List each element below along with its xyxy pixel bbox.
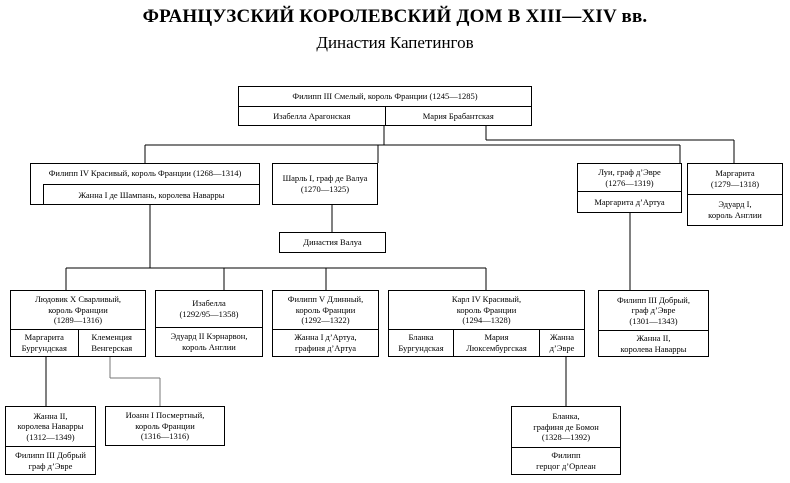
- node-marguerite-burgundy-line1: Маргарита: [24, 332, 64, 343]
- node-isabella-line2: (1292/95—1358): [179, 309, 239, 319]
- node-maria-lux-line2: Люксембургская: [466, 343, 527, 353]
- node-jeanne-evreux: Жанна д’Эвре: [540, 330, 584, 356]
- node-philippe-orleans-line1: Филипп: [551, 450, 581, 461]
- node-valois-dynasty: Династия Валуа: [279, 232, 386, 253]
- node-jeanne-evreux-line2: д’Эвре: [549, 343, 575, 353]
- node-isabella-aragon: Изабелла Арагонская: [239, 107, 386, 126]
- node-clemence-line1: Клеменция: [91, 332, 132, 343]
- node-john1-line3: (1316—1316): [140, 431, 190, 442]
- node-blanche-beaumont-line3: (1328—1392): [541, 432, 591, 443]
- node-philippe-orleans-line2: герцог д’Орлеан: [536, 461, 596, 471]
- node-louis-evreux-line1: Луи, граф д’Эвре: [598, 166, 661, 177]
- node-blanche-burgundy: Бланка Бургундская: [389, 330, 454, 356]
- node-charles-valois: Шарль I, граф де Валуа (1270—1325): [272, 163, 378, 205]
- node-maria-lux-line1: Мария: [484, 332, 509, 343]
- node-jeanne1-champagne: Жанна I де Шампань, королева Наварры: [43, 184, 259, 205]
- node-edward2-line1: Эдуард II Кэрнарвон,: [170, 331, 248, 342]
- node-charles-valois-line1: Шарль I, граф де Валуа: [282, 173, 368, 184]
- node-philip4: Филипп IV Красивый, король Франции (1268…: [30, 163, 260, 205]
- node-edward2-line2: король Англии: [182, 342, 236, 352]
- node-philip3-good-line1: Филипп III Добрый,: [617, 294, 690, 305]
- node-charles4: Карл IV Красивый, король Франции (1294—1…: [388, 290, 585, 357]
- node-charles4-line2: король Франции: [456, 304, 517, 315]
- node-philip3-good-child-line2: граф д’Эвре: [28, 460, 73, 471]
- node-philip5-line2: король Франции: [295, 304, 356, 315]
- node-jeanne2-line1: Жанна II,: [636, 332, 671, 343]
- node-philip5-line1: Филипп V Длинный,: [287, 294, 364, 305]
- node-blanche-beaumont: Бланка, графиня де Бомон (1328—1392) Фил…: [511, 406, 621, 475]
- node-charles4-line3: (1294—1328): [462, 315, 511, 326]
- node-jeanne1-artois-line1: Жанна I д’Артуа,: [294, 332, 357, 343]
- node-marguerite-artois: Маргарита д’Артуа: [578, 191, 681, 212]
- node-philip3-label: Филипп III Смелый, король Франции (1245—…: [292, 91, 478, 101]
- node-marguerite: Маргарита (1279—1318) Эдуард I, король А…: [687, 163, 783, 226]
- node-marguerite-burgundy-line2: Бургундская: [21, 343, 67, 353]
- node-philip3-good: Филипп III Добрый, граф д’Эвре (1301—134…: [598, 290, 709, 357]
- node-jeanne2-line2: королева Наварры: [620, 343, 687, 354]
- node-clemence: Клеменция Венгерская: [79, 330, 146, 356]
- node-edward1-line1: Эдуард I,: [718, 199, 752, 210]
- node-philip3-good-line3: (1301—1343): [629, 315, 678, 326]
- node-jeanne2-child: Жанна II, королева Наварры (1312—1349) Ф…: [5, 406, 96, 475]
- node-louis10-line1: Людовик X Сварливый,: [34, 294, 121, 305]
- node-philip5-line3: (1292—1322): [301, 315, 350, 326]
- node-maria-luxembourg: Мария Люксембургская: [454, 330, 540, 356]
- node-john1: Иоанн I Посмертный, король Франции (1316…: [105, 406, 225, 446]
- node-maria-brabant: Мария Брабантская: [422, 111, 494, 121]
- node-blanche-line2: Бургундская: [398, 343, 444, 353]
- node-philip3-good-child-line1: Филипп III Добрый: [15, 449, 86, 460]
- node-blanche-line1: Бланка: [408, 332, 434, 343]
- node-marguerite-line1: Маргарита: [715, 168, 755, 179]
- node-louis10-line2: король Франции: [48, 304, 108, 315]
- page-subtitle: Династия Капетингов: [316, 33, 474, 52]
- node-isabella-line1: Изабелла: [192, 298, 226, 309]
- node-jeanne1-artois-line2: графиня д’Артуа: [294, 343, 357, 353]
- node-john1-line2: король Франции: [135, 420, 195, 431]
- page-title: ФРАНЦУЗСКИЙ КОРОЛЕВСКИЙ ДОМ В XIII—XIV в…: [142, 6, 648, 27]
- node-louis10-line3: (1289—1316): [53, 315, 103, 326]
- node-jeanne2-child-line2: королева Наварры: [17, 421, 84, 432]
- node-isabella: Изабелла (1292/95—1358) Эдуард II Кэрнар…: [155, 290, 263, 357]
- node-clemence-line2: Венгерская: [91, 343, 133, 353]
- node-marguerite-burgundy: Маргарита Бургундская: [11, 330, 79, 356]
- node-louis-evreux-line2: (1276—1319): [605, 177, 654, 188]
- node-jeanne-evreux-line1: Жанна: [549, 332, 575, 343]
- node-philip5: Филипп V Длинный, король Франции (1292—1…: [272, 290, 379, 357]
- node-charles4-line1: Карл IV Красивый,: [451, 294, 522, 305]
- node-charles-valois-line2: (1270—1325): [300, 184, 350, 194]
- node-marguerite-line2: (1279—1318): [710, 179, 760, 189]
- node-jeanne2-child-line3: (1312—1349): [26, 431, 75, 442]
- node-john1-line1: Иоанн I Посмертный,: [125, 410, 205, 421]
- node-jeanne2-child-line1: Жанна II,: [33, 410, 68, 421]
- node-louis10: Людовик X Сварливый, король Франции (128…: [10, 290, 146, 357]
- node-philip4-label: Филипп IV Красивый, король Франции (1268…: [48, 168, 242, 178]
- node-philip3-good-line2: граф д’Эвре: [631, 305, 676, 316]
- node-philip3: Филипп III Смелый, король Франции (1245—…: [238, 86, 532, 126]
- node-edward1-line2: король Англии: [708, 210, 762, 220]
- node-blanche-beaumont-line1: Бланка,: [552, 411, 580, 422]
- node-louis-evreux: Луи, граф д’Эвре (1276—1319) Маргарита д…: [577, 163, 682, 213]
- node-blanche-beaumont-line2: графиня де Бомон: [533, 421, 599, 432]
